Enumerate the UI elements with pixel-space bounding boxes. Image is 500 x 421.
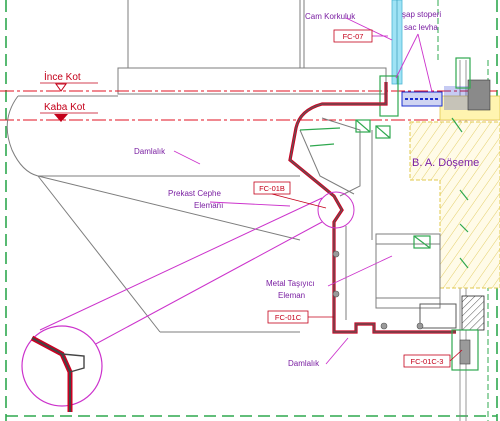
detail-callout bbox=[21, 191, 355, 412]
concrete-slab: B. A. Döşeme bbox=[409, 95, 500, 289]
leader-lines bbox=[173, 17, 433, 365]
bolt-elements bbox=[332, 250, 424, 330]
sac-levha-label: sac levha bbox=[404, 23, 438, 32]
damlalik-top-label: Damlalık bbox=[134, 147, 166, 156]
precast-profile bbox=[288, 82, 456, 334]
tag-fc01c-text: FC-01C bbox=[275, 313, 302, 322]
ince-kot-marker: İnce Kot bbox=[40, 70, 98, 92]
ref-tag-fc07: FC-07 bbox=[333, 29, 373, 43]
metal-label-line2: Eleman bbox=[278, 291, 305, 300]
ref-tag-fc01b: FC-01B bbox=[253, 181, 327, 209]
damlalik-bottom-label: Damlalık bbox=[288, 359, 320, 368]
tag-fc07-text: FC-07 bbox=[343, 32, 364, 41]
prekast-label-line1: Prekast Cephe bbox=[168, 189, 221, 198]
annotation-labels: Cam Korkuluk şap stoperi sac levha Damla… bbox=[134, 10, 441, 368]
drawing-border bbox=[5, 0, 498, 421]
tag-fc01c3-text: FC-01C-3 bbox=[411, 357, 444, 366]
fixing-elements bbox=[299, 117, 469, 269]
level-lines bbox=[0, 90, 500, 121]
ince-kot-label: İnce Kot bbox=[44, 70, 81, 83]
ref-tag-fc01c: FC-01C bbox=[267, 310, 334, 324]
upper-wall-outline bbox=[117, 0, 387, 95]
slab-edge-detail bbox=[379, 57, 491, 117]
prekast-label-line2: Elemanı bbox=[194, 201, 223, 210]
metal-carrier bbox=[375, 233, 457, 329]
metal-label-line1: Metal Taşıyıcı bbox=[266, 279, 315, 288]
sap-stoperi-label: şap stoperi bbox=[402, 10, 441, 19]
precast-body-outline bbox=[6, 95, 301, 333]
kaba-kot-marker: Kaba Kot bbox=[40, 102, 98, 122]
ba-doseme-label: B. A. Döşeme bbox=[412, 157, 479, 169]
ref-tag-fc01c3: FC-01C-3 bbox=[403, 349, 463, 368]
tag-fc01b-text: FC-01B bbox=[259, 184, 285, 193]
kaba-kot-label: Kaba Kot bbox=[44, 102, 85, 113]
bottom-right-insulation bbox=[451, 295, 485, 371]
cam-korkuluk-label: Cam Korkuluk bbox=[305, 12, 356, 21]
glass-balustrade bbox=[391, 0, 403, 85]
